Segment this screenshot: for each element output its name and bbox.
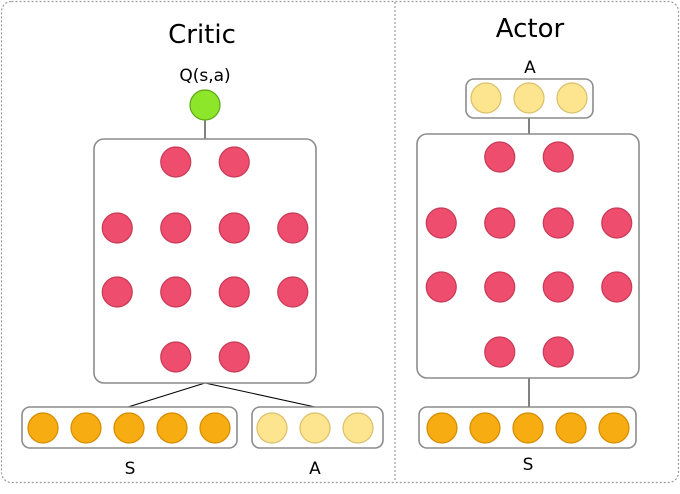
critic-neuron-layer-2 (277, 212, 309, 244)
critic-state-label: S (125, 459, 136, 479)
actor-neuron-layer-3 (542, 271, 574, 303)
actor-neuron-layer-1 (484, 141, 516, 173)
actor-neuron-layer-4 (484, 336, 516, 368)
critic-nodes (27, 89, 374, 444)
actor-state-label: S (523, 455, 534, 475)
actor-title: Actor (496, 14, 565, 44)
critic-neuron-layer-4 (218, 341, 250, 373)
critic-neuron-layer-2 (101, 212, 133, 244)
actor-state-input-node (555, 412, 587, 444)
critic-title: Critic (168, 20, 236, 50)
critic-action-label: A (309, 459, 321, 479)
actor-state-input-node (512, 412, 544, 444)
critic-neuron-layer-3 (218, 276, 250, 308)
actor-neuron-layer-2 (601, 207, 633, 239)
actor-neuron-layer-3 (484, 271, 516, 303)
critic-q-value-node (189, 89, 221, 121)
critic-state-input-node (156, 412, 188, 444)
critic-action-connector (204, 382, 316, 408)
actor-neuron-layer-3 (425, 271, 457, 303)
actor-state-input-node (598, 412, 630, 444)
actor-state-input-node (469, 412, 501, 444)
actor-neuron-layer-4 (542, 336, 574, 368)
critic-state-input-node (113, 412, 145, 444)
critic-action-input-node (342, 412, 374, 444)
critic-action-input-node (256, 412, 288, 444)
critic-neuron-layer-2 (160, 212, 192, 244)
critic-state-input-node (70, 412, 102, 444)
actor-output-label: A (524, 58, 536, 78)
actor-neuron-layer-3 (601, 271, 633, 303)
actor-neuron-layer-2 (542, 207, 574, 239)
actor-panel: Actor A S (416, 14, 640, 475)
actor-neuron-layer-2 (425, 207, 457, 239)
critic-output-label: Q(s,a) (179, 66, 230, 86)
critic-neuron-layer-1 (218, 146, 250, 178)
critic-state-input-node (27, 412, 59, 444)
actor-state-input-node (426, 412, 458, 444)
actor-network-box (416, 133, 640, 379)
actor-neuron-layer-1 (542, 141, 574, 173)
critic-network-box (93, 138, 317, 384)
critic-neuron-layer-3 (101, 276, 133, 308)
critic-panel: Critic Q(s,a) S A (21, 20, 384, 479)
critic-neuron-layer-3 (160, 276, 192, 308)
critic-action-input-node (299, 412, 331, 444)
critic-state-connector (127, 382, 206, 408)
critic-state-input-node (199, 412, 231, 444)
critic-neuron-layer-2 (218, 212, 250, 244)
outer-frame (0, 0, 680, 484)
critic-neuron-layer-3 (277, 276, 309, 308)
actor-nodes (425, 82, 633, 444)
critic-neuron-layer-1 (160, 146, 192, 178)
actor-action-output-node (470, 82, 502, 114)
actor-action-output-node (556, 82, 588, 114)
actor-neuron-layer-2 (484, 207, 516, 239)
actor-action-output-node (513, 82, 545, 114)
critic-neuron-layer-4 (160, 341, 192, 373)
